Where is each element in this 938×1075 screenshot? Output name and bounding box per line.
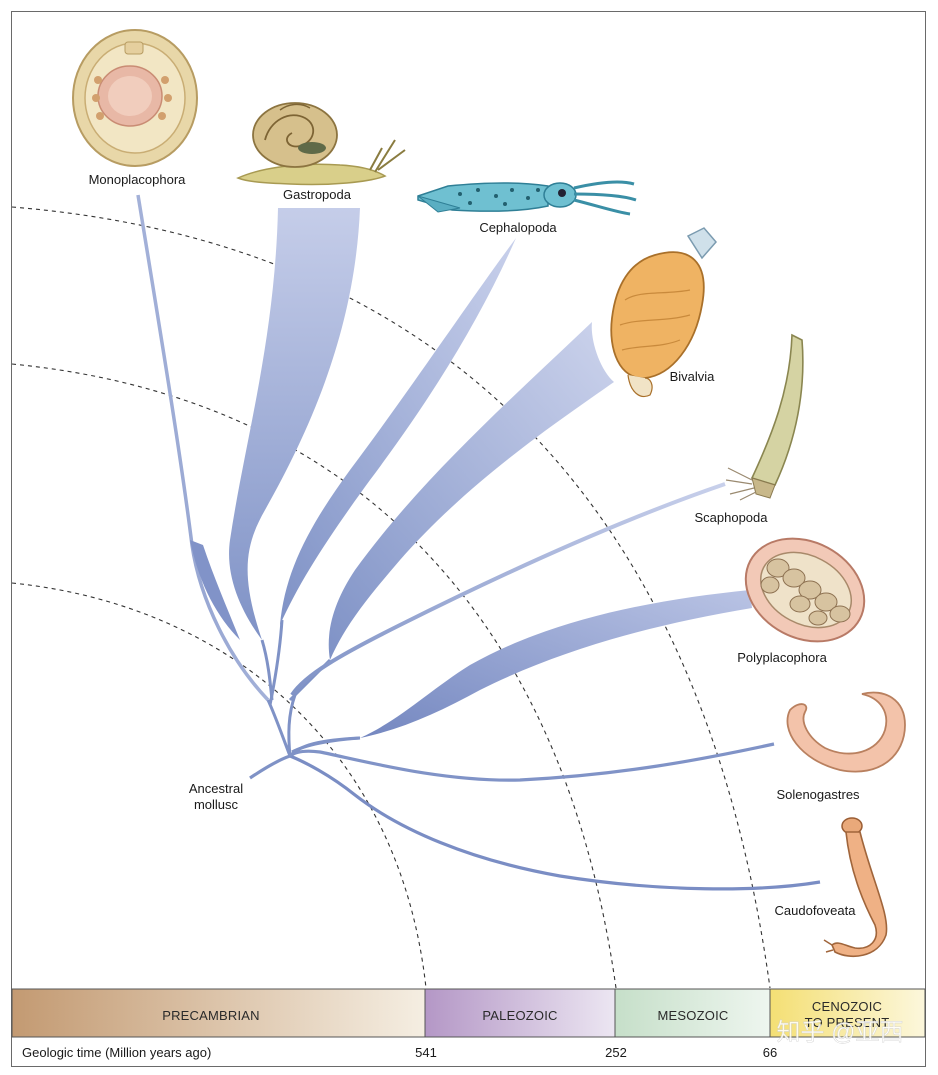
branch-polyplacophora xyxy=(360,590,752,738)
monoplacophora-illustration xyxy=(72,29,198,167)
label-solenogastres: Solenogastres xyxy=(776,787,860,802)
branch-monoplacophora xyxy=(136,194,270,702)
era-label-cenozoic: CENOZOIC xyxy=(812,999,882,1014)
scaphopoda-illustration xyxy=(725,333,804,501)
polyplacophora-illustration xyxy=(744,537,866,643)
branch-scaphopoda xyxy=(290,482,726,697)
trunk-root xyxy=(249,754,291,780)
label-ancestral: Ancestral xyxy=(189,781,243,796)
era-cenozoic xyxy=(770,989,925,1037)
branch-solenogastres xyxy=(289,742,775,782)
cephalopoda-illustration xyxy=(417,180,637,216)
bivalvia-illustration xyxy=(610,227,717,397)
era-precambrian xyxy=(12,989,425,1037)
axis-label: Geologic time (Million years ago) xyxy=(22,1045,211,1060)
geologic-timebar: PRECAMBRIAN PALEOZOIC MESOZOIC CENOZOIC … xyxy=(11,988,926,1038)
label-cephalopoda: Cephalopoda xyxy=(479,220,557,235)
branch-cephalopoda xyxy=(280,238,516,625)
tick-252: 252 xyxy=(605,1045,627,1060)
era-label-to-present: TO PRESENT xyxy=(805,1015,890,1030)
era-paleozoic xyxy=(425,989,615,1037)
era-label-precambrian: PRECAMBRIAN xyxy=(162,1008,260,1023)
label-polyplacophora: Polyplacophora xyxy=(737,650,827,665)
gastropoda-illustration xyxy=(236,102,406,186)
arc-541 xyxy=(11,582,427,989)
era-label-mesozoic: MESOZOIC xyxy=(658,1008,729,1023)
label-monoplacophora: Monoplacophora xyxy=(89,172,187,187)
label-scaphopoda: Scaphopoda xyxy=(694,510,768,525)
tick-541: 541 xyxy=(415,1045,437,1060)
label-gastropoda: Gastropoda xyxy=(283,187,352,202)
caudofoveata-illustration xyxy=(823,817,888,958)
trunk-node xyxy=(288,736,361,758)
branch-caudofoveata xyxy=(289,754,821,891)
tick-66: 66 xyxy=(763,1045,777,1060)
branch-bivalvia xyxy=(328,322,614,660)
label-caudofoveata: Caudofoveata xyxy=(775,903,857,918)
time-axis: Geologic time (Million years ago) 541 25… xyxy=(22,1045,777,1060)
phylogeny-branches xyxy=(136,194,821,891)
branch-cephalopoda-stem xyxy=(268,619,284,706)
branch-gastropoda xyxy=(229,208,360,640)
era-label-paleozoic: PALEOZOIC xyxy=(482,1008,557,1023)
solenogastres-illustration xyxy=(786,691,906,773)
watermark: 知乎 @亚西 xyxy=(776,1019,903,1046)
branch-monoplacophora-wedge xyxy=(190,540,240,640)
era-mesozoic xyxy=(615,989,770,1037)
label-bivalvia: Bivalvia xyxy=(670,369,716,384)
label-mollusc: mollusc xyxy=(194,797,239,812)
taxon-labels: Monoplacophora Gastropoda Cephalopoda Bi… xyxy=(89,172,860,918)
